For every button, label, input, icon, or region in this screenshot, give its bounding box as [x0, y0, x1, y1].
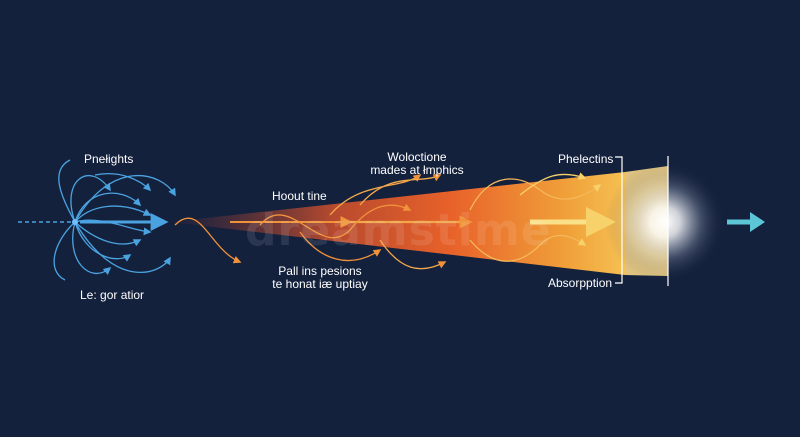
source-ray: [94, 173, 152, 192]
source-ray: [74, 192, 142, 223]
wave-line: [174, 217, 242, 264]
label-source-bottom: Le: gor atior: [80, 288, 145, 302]
source-ray: [72, 221, 112, 276]
label-mid-bottom-line2: te honat iæ uptiay: [272, 277, 368, 291]
watermark-text: dreamstime: [245, 205, 552, 256]
source-ray: [74, 221, 171, 273]
light-beam-cone: [170, 172, 625, 275]
source-point: [72, 219, 78, 225]
label-right-top: Phelectins: [558, 152, 614, 166]
label-wave-line1: Woloctione: [387, 150, 447, 164]
source-ray: [53, 221, 76, 281]
source-ray: [70, 175, 111, 223]
source-ray: [74, 221, 142, 247]
source-ray: [58, 159, 76, 223]
wave-line: [469, 234, 587, 262]
wave-line: [379, 239, 447, 270]
label-mid-bottom-line1: Pall ins pesions: [278, 264, 362, 278]
source-ray: [74, 205, 152, 223]
wave-line: [259, 203, 412, 239]
label-source-top: Pnełights: [84, 152, 134, 166]
wave-line: [299, 231, 382, 262]
source-ray-fan: [53, 159, 176, 281]
label-wave-line2: mades at łmphics: [370, 163, 464, 177]
wave-line: [519, 172, 587, 196]
wave-line: [469, 178, 602, 211]
label-mid-top: Hoout tine: [272, 189, 327, 203]
right-bracket: [615, 156, 623, 284]
wave-line: [359, 174, 442, 206]
wave-line: [329, 174, 422, 216]
wave-lines: [174, 172, 602, 270]
exit-glow: [605, 162, 725, 282]
source-ray: [74, 174, 176, 223]
label-right-bottom: Absorpption: [548, 276, 613, 290]
output-arrow-head: [750, 212, 765, 232]
